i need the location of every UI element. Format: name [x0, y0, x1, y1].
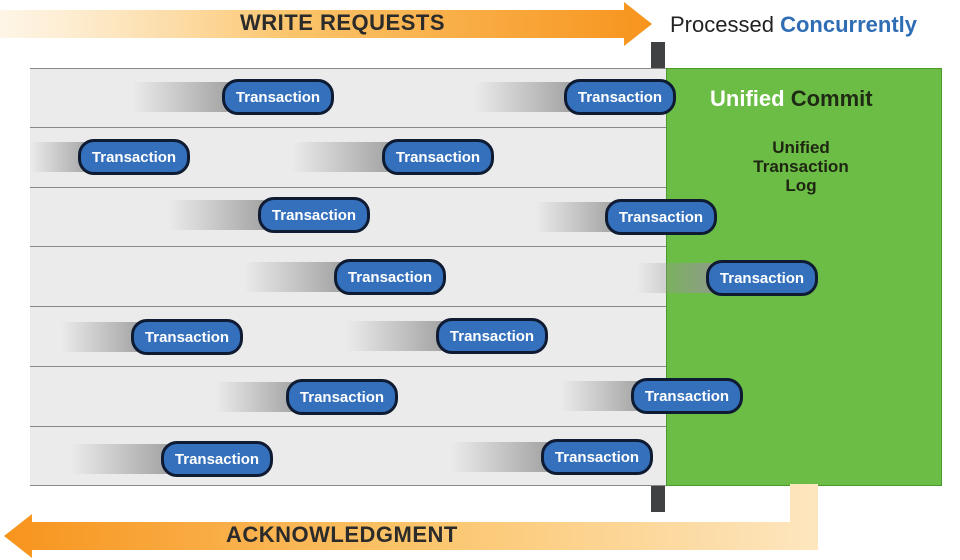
separator-post-bottom — [651, 486, 665, 512]
transaction-pill: Transaction — [161, 441, 273, 477]
processed-concurrently-label: Processed Concurrently — [670, 12, 917, 38]
transaction-pill: Transaction — [605, 199, 717, 235]
transaction-pill: Transaction — [258, 197, 370, 233]
lane-divider — [30, 306, 666, 307]
transaction-pill: Transaction — [131, 319, 243, 355]
log-line-2: Transaction — [753, 157, 849, 176]
log-line-1: Unified — [772, 138, 830, 157]
unified-word: Unified — [710, 86, 785, 111]
transaction-pill: Transaction — [286, 379, 398, 415]
write-requests-arrow — [0, 2, 652, 46]
lane-divider — [30, 68, 666, 69]
commit-word: Commit — [790, 86, 873, 111]
unified-transaction-log-label: Unified Transaction Log — [736, 138, 866, 195]
transaction-pill: Transaction — [541, 439, 653, 475]
transaction-pill: Transaction — [334, 259, 446, 295]
acknowledgment-arrow — [4, 484, 818, 558]
unified-commit-title: Unified Commit — [710, 86, 873, 112]
separator-post-top — [651, 42, 665, 68]
lane-divider — [30, 187, 666, 188]
transaction-pill: Transaction — [436, 318, 548, 354]
lane-divider — [30, 485, 666, 486]
write-requests-label: WRITE REQUESTS — [240, 10, 446, 35]
transaction-pill: Transaction — [78, 139, 190, 175]
processed-text: Processed — [670, 12, 774, 37]
transaction-pill: Transaction — [222, 79, 334, 115]
transaction-pill: Transaction — [564, 79, 676, 115]
lane-divider — [30, 246, 666, 247]
lane-divider — [30, 366, 666, 367]
acknowledgment-label: ACKNOWLEDGMENT — [226, 522, 458, 547]
log-line-3: Log — [785, 176, 817, 195]
transaction-pill: Transaction — [706, 260, 818, 296]
lane-divider — [30, 127, 666, 128]
lane-divider — [30, 426, 666, 427]
concurrently-text: Concurrently — [780, 12, 917, 37]
transaction-pill: Transaction — [631, 378, 743, 414]
transaction-pill: Transaction — [382, 139, 494, 175]
